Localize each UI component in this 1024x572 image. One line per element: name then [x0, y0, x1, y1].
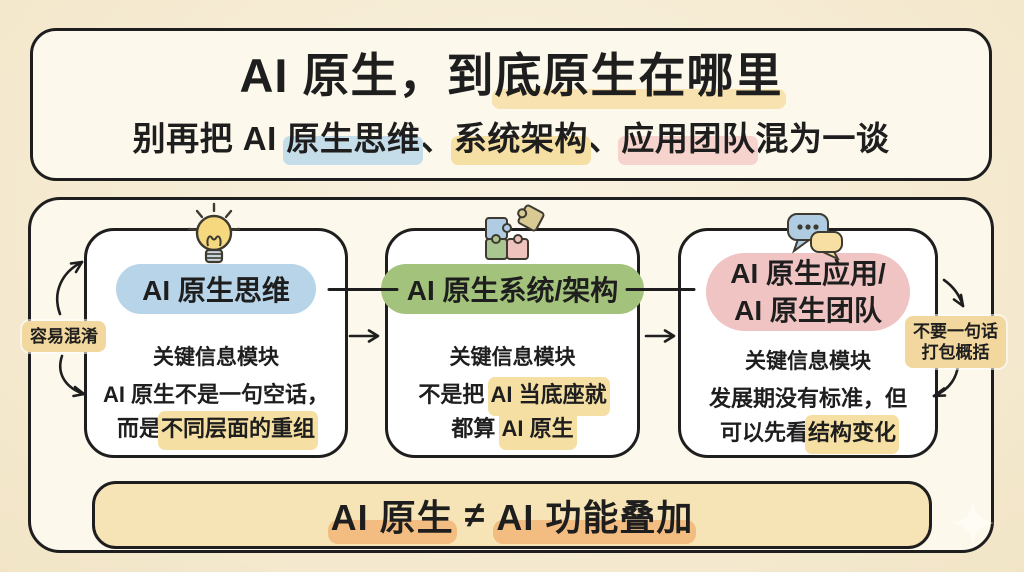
subtitle-plain: 混为一谈	[755, 119, 890, 157]
message-highlight: 结构变化	[804, 415, 900, 454]
card-message: 不是把 AI 当底座就 都算 AI 原生	[418, 377, 610, 450]
subtitle-plain: 别再把 AI	[132, 119, 287, 157]
pill-label: AI 原生系统/架构	[406, 275, 619, 306]
pill-label: AI 原生思维	[142, 275, 290, 306]
section-label: 关键信息模块	[449, 346, 576, 369]
right-annotation-line: 打包概括	[921, 343, 990, 362]
card-ai-native-app-team: AI 原生应用/ AI 原生团队 关键信息模块 发展期没有标准，但 可以先看结构…	[678, 228, 938, 458]
message-text: 不是把	[418, 382, 491, 407]
subtitle-highlight-thinking: 原生思维	[283, 112, 424, 165]
title-plain: AI 原生，到	[239, 49, 495, 103]
chat-bubbles-icon	[786, 210, 846, 265]
footer-highlight: AI 功能叠加	[493, 489, 697, 544]
pill-label: AI 原生团队	[734, 295, 882, 326]
puzzle-icon	[483, 203, 547, 268]
footer-banner: AI 原生 ≠ AI 功能叠加	[92, 481, 932, 549]
section-label: 关键信息模块	[745, 350, 871, 373]
right-annotation-label: 不要一句话 打包概括	[905, 316, 1006, 368]
subtitle-separator: 、	[420, 119, 454, 157]
message-text: AI 原生不是一句空话，	[102, 382, 330, 407]
message-highlight: 不同层面的重组	[157, 411, 319, 450]
card-ai-native-thinking: AI 原生思维 关键信息模块 AI 原生不是一句空话， 而是不同层面的重组	[84, 228, 348, 458]
sparkle-watermark	[950, 500, 996, 551]
lightbulb-icon	[182, 202, 246, 273]
section-label: 关键信息模块	[153, 346, 279, 369]
pill-ai-native-app-team: AI 原生应用/ AI 原生团队	[706, 253, 910, 331]
message-text: 可以先看	[719, 420, 808, 445]
title-highlight: 底原生在哪里	[491, 49, 786, 109]
pill-ai-native-thinking: AI 原生思维	[116, 264, 316, 314]
right-annotation-line: 不要一句话	[913, 322, 998, 341]
card-message: AI 原生不是一句空话， 而是不同层面的重组	[102, 378, 330, 450]
message-text: 都算	[451, 416, 502, 441]
subtitle-highlight-team: 应用团队	[618, 112, 759, 165]
message-highlight: AI 当底座就	[487, 377, 610, 416]
message-text: 而是	[116, 416, 161, 441]
page-subtitle: 别再把 AI 原生思维、系统架构、应用团队混为一谈	[132, 112, 890, 165]
pill-ai-native-system: AI 原生系统/架构	[380, 264, 645, 314]
card-message: 发展期没有标准，但 可以先看结构变化	[708, 382, 907, 454]
pill-label: AI 原生应用/	[730, 258, 886, 289]
footer-highlight: AI 原生	[327, 489, 457, 544]
page-title: AI 原生，到底原生在哪里	[239, 49, 786, 109]
subtitle-separator: 、	[587, 119, 622, 157]
message-text: 发展期没有标准，但	[708, 386, 907, 411]
card-ai-native-system: AI 原生系统/架构 关键信息模块 不是把 AI 当底座就 都算 AI 原生	[380, 228, 645, 458]
footer-text: ≠	[453, 494, 497, 535]
left-annotation-label: 容易混淆	[22, 321, 106, 352]
subtitle-highlight-architecture: 系统架构	[450, 112, 591, 165]
message-highlight: AI 原生	[498, 411, 577, 450]
header-panel: AI 原生，到底原生在哪里 别再把 AI 原生思维、系统架构、应用团队混为一谈	[30, 28, 992, 181]
